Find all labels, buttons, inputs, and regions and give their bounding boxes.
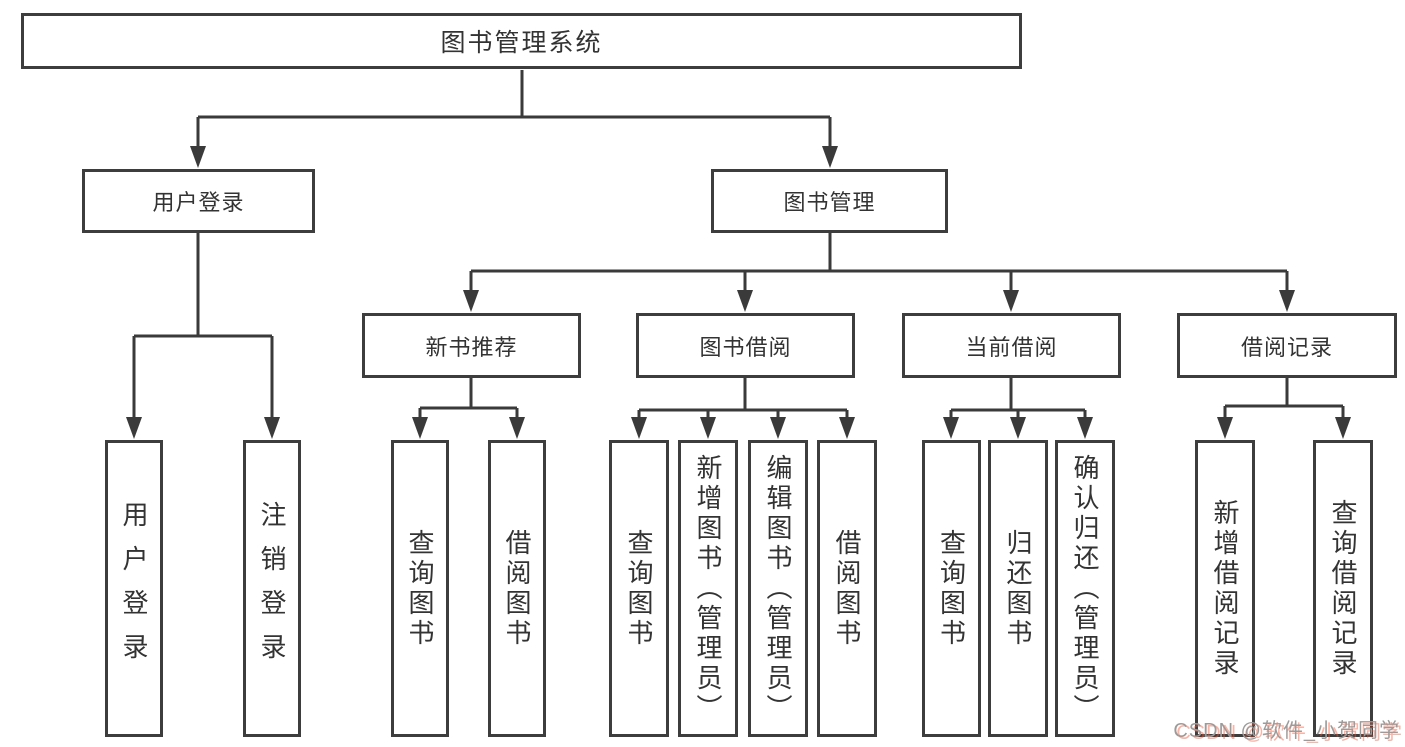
edge-borrow-children — [637, 378, 849, 424]
leaf-borrow-books-borrowing: 借阅图书 — [817, 440, 877, 737]
node-borrow-records: 借阅记录 — [1177, 313, 1397, 378]
arrow-icon — [264, 417, 280, 439]
arrow-icon — [700, 417, 716, 439]
leaf-label: 新增借阅记录 — [1210, 498, 1240, 679]
leaf-query-books-recommend: 查询图书 — [391, 440, 449, 737]
arrow-icon — [770, 417, 786, 439]
arrow-icon — [1003, 290, 1019, 312]
arrow-icon — [463, 290, 479, 312]
leaf-label: 借阅图书 — [832, 528, 862, 649]
arrow-icon — [943, 417, 959, 439]
leaf-query-books-borrowing: 查询图书 — [609, 440, 669, 737]
edge-record-children — [1223, 378, 1345, 424]
arrow-icon — [737, 290, 753, 312]
csdn-watermark: CSDN @软件_小贺同学 — [1173, 720, 1400, 742]
arrow-icon — [1217, 417, 1233, 439]
node-label: 用户登录 — [152, 190, 245, 215]
leaf-user-login: 用户登录 — [105, 440, 163, 737]
leaf-confirm-return-admin: 确认归还（管理员） — [1055, 440, 1115, 737]
edge-user-login-children — [132, 233, 274, 424]
node-book-borrowing: 图书借阅 — [636, 313, 855, 378]
leaf-logout: 注销登录 — [243, 440, 301, 737]
leaf-query-books-current: 查询图书 — [922, 440, 981, 737]
leaf-label: 归还图书 — [1003, 528, 1033, 649]
arrow-icon — [412, 417, 428, 439]
arrowheads — [126, 146, 1351, 439]
leaf-borrow-books-recommend: 借阅图书 — [488, 440, 546, 737]
node-current-borrowing: 当前借阅 — [902, 313, 1121, 378]
arrow-icon — [822, 146, 838, 168]
edges — [132, 70, 1345, 424]
arrow-icon — [1077, 417, 1093, 439]
arrow-icon — [1335, 417, 1351, 439]
arrow-icon — [839, 417, 855, 439]
node-label: 新书推荐 — [425, 334, 518, 360]
leaf-label: 新增图书（管理员） — [693, 453, 723, 724]
edge-new-rec-children — [418, 378, 519, 424]
node-library-management-system: 图书管理系统 — [21, 13, 1022, 69]
leaf-edit-books-admin: 编辑图书（管理员） — [748, 440, 808, 737]
node-label: 图书管理 — [783, 190, 876, 215]
arrow-icon — [126, 417, 142, 439]
leaf-return-books: 归还图书 — [988, 440, 1048, 737]
arrow-icon — [1010, 417, 1026, 439]
arrow-icon — [1279, 290, 1295, 312]
leaf-label: 用户登录 — [119, 500, 149, 677]
node-label: 借阅记录 — [1240, 334, 1333, 360]
edge-root-to-level2 — [196, 70, 832, 152]
leaf-label: 查询图书 — [405, 528, 435, 649]
leaf-label: 编辑图书（管理员） — [763, 453, 793, 724]
arrow-icon — [190, 146, 206, 168]
leaf-add-books-admin: 新增图书（管理员） — [678, 440, 738, 737]
node-book-management: 图书管理 — [711, 169, 948, 233]
leaf-add-borrow-record: 新增借阅记录 — [1195, 440, 1255, 737]
node-new-book-recommend: 新书推荐 — [362, 313, 581, 378]
leaf-label: 注销登录 — [257, 500, 287, 677]
node-label: 图书借阅 — [699, 334, 792, 360]
node-label: 图书管理系统 — [440, 29, 603, 57]
leaf-label: 查询图书 — [624, 528, 654, 649]
leaf-label: 查询图书 — [936, 528, 967, 649]
leaf-label: 确认归还（管理员） — [1070, 453, 1100, 724]
arrow-icon — [509, 417, 525, 439]
node-user-login: 用户登录 — [82, 169, 315, 233]
leaf-label: 查询借阅记录 — [1328, 498, 1358, 679]
arrow-icon — [631, 417, 647, 439]
leaf-query-borrow-record: 查询借阅记录 — [1313, 440, 1373, 737]
node-label: 当前借阅 — [965, 334, 1058, 360]
edge-book-mgmt-children — [469, 233, 1289, 297]
leaf-label: 借阅图书 — [502, 528, 532, 649]
